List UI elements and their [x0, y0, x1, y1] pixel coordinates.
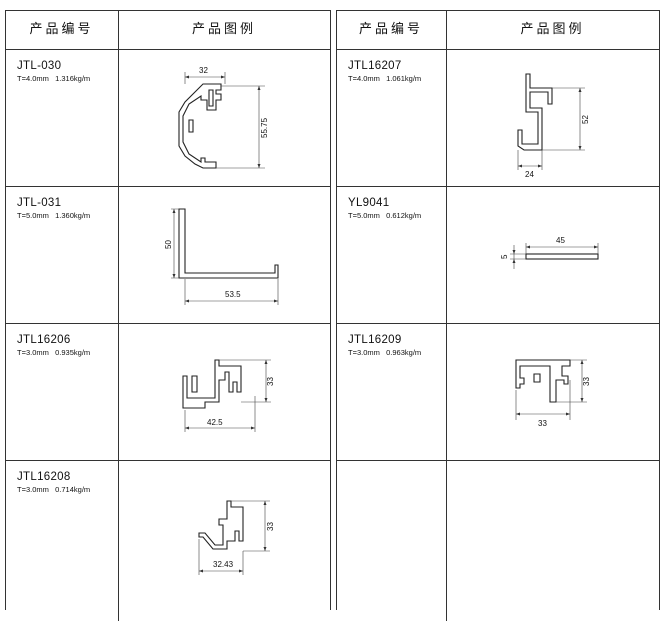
dimension-width: 45: [556, 236, 565, 245]
table-header: 产品编号 产品图例: [336, 11, 659, 50]
dimension-height: 52: [581, 115, 590, 124]
table-row: JTL16207 T=4.0mm 1.061kg/m 52 24: [336, 50, 659, 188]
product-code: JTL-030: [17, 60, 62, 72]
dimension-height: 33: [266, 522, 275, 531]
table-row: YL9041 T=5.0mm 0.612kg/m 45 5: [336, 187, 659, 325]
profile-drawing-jtl16207: 52 24: [508, 70, 608, 185]
right-product-table: 产品编号 产品图例 JTL16207 T=4.0mm 1.061kg/m 52 …: [336, 10, 659, 621]
product-spec: T=3.0mm 0.963kg/m: [348, 348, 422, 357]
header-model-label: 产品编号: [29, 22, 94, 37]
dimension-width: 33: [538, 419, 547, 428]
header-figure-label: 产品图例: [520, 22, 585, 37]
product-spec: T=3.0mm 0.935kg/m: [17, 348, 91, 357]
product-code: JTL16208: [17, 471, 71, 483]
dimension-height: 55.75: [260, 117, 269, 138]
dimension-width: 42.5: [207, 418, 223, 427]
right-table-edge: [659, 10, 660, 610]
header-figure-label: 产品图例: [191, 22, 256, 37]
product-spec: T=4.0mm 1.061kg/m: [348, 74, 422, 83]
profile-drawing-jtl16209: 33 33: [506, 350, 606, 440]
product-code: YL9041: [348, 197, 390, 209]
profile-drawing-yl9041: 45 5: [494, 223, 604, 293]
dimension-width: 32: [199, 66, 208, 75]
product-code: JTL-031: [17, 197, 62, 209]
product-spec: T=5.0mm 1.360kg/m: [17, 211, 91, 220]
profile-drawing-jtl16208: 33 32.43: [185, 495, 285, 585]
dimension-height: 33: [582, 377, 591, 386]
table-row: JTL16208 T=3.0mm 0.714kg/m 33 32.43: [5, 461, 330, 621]
table-row-empty: [336, 461, 659, 621]
profile-drawing-jtl16206: 33 42.5: [175, 352, 285, 442]
table-row: JTL16209 T=3.0mm 0.963kg/m 33 33: [336, 324, 659, 462]
left-product-table: 产品编号 产品图例 JTL-030 T=4.0mm 1.316kg/m 32 5…: [5, 10, 330, 621]
dimension-height: 33: [266, 377, 275, 386]
table-row: JTL16206 T=3.0mm 0.935kg/m 33 42.5: [5, 324, 330, 462]
product-spec: T=3.0mm 0.714kg/m: [17, 485, 91, 494]
header-model-label: 产品编号: [358, 22, 423, 37]
product-spec: T=4.0mm 1.316kg/m: [17, 74, 91, 83]
table-row: JTL-031 T=5.0mm 1.360kg/m 50 53.5: [5, 187, 330, 325]
product-code: JTL16206: [17, 334, 71, 346]
dimension-width: 53.5: [225, 290, 241, 299]
dimension-width: 32.43: [213, 560, 234, 569]
table-row: JTL-030 T=4.0mm 1.316kg/m 32 55.75: [5, 50, 330, 188]
product-spec: T=5.0mm 0.612kg/m: [348, 211, 422, 220]
table-header: 产品编号 产品图例: [5, 11, 330, 50]
left-table-edge: [5, 10, 6, 610]
dimension-height: 5: [500, 254, 509, 259]
dimension-height: 50: [164, 240, 173, 249]
profile-drawing-jtl-030: 32 55.75: [175, 60, 275, 175]
right-table-edge: [336, 10, 337, 610]
left-table-edge: [330, 10, 331, 610]
product-code: JTL16209: [348, 334, 402, 346]
product-code: JTL16207: [348, 60, 402, 72]
dimension-width: 24: [525, 170, 534, 179]
profile-drawing-jtl-031: 50 53.5: [164, 205, 285, 315]
